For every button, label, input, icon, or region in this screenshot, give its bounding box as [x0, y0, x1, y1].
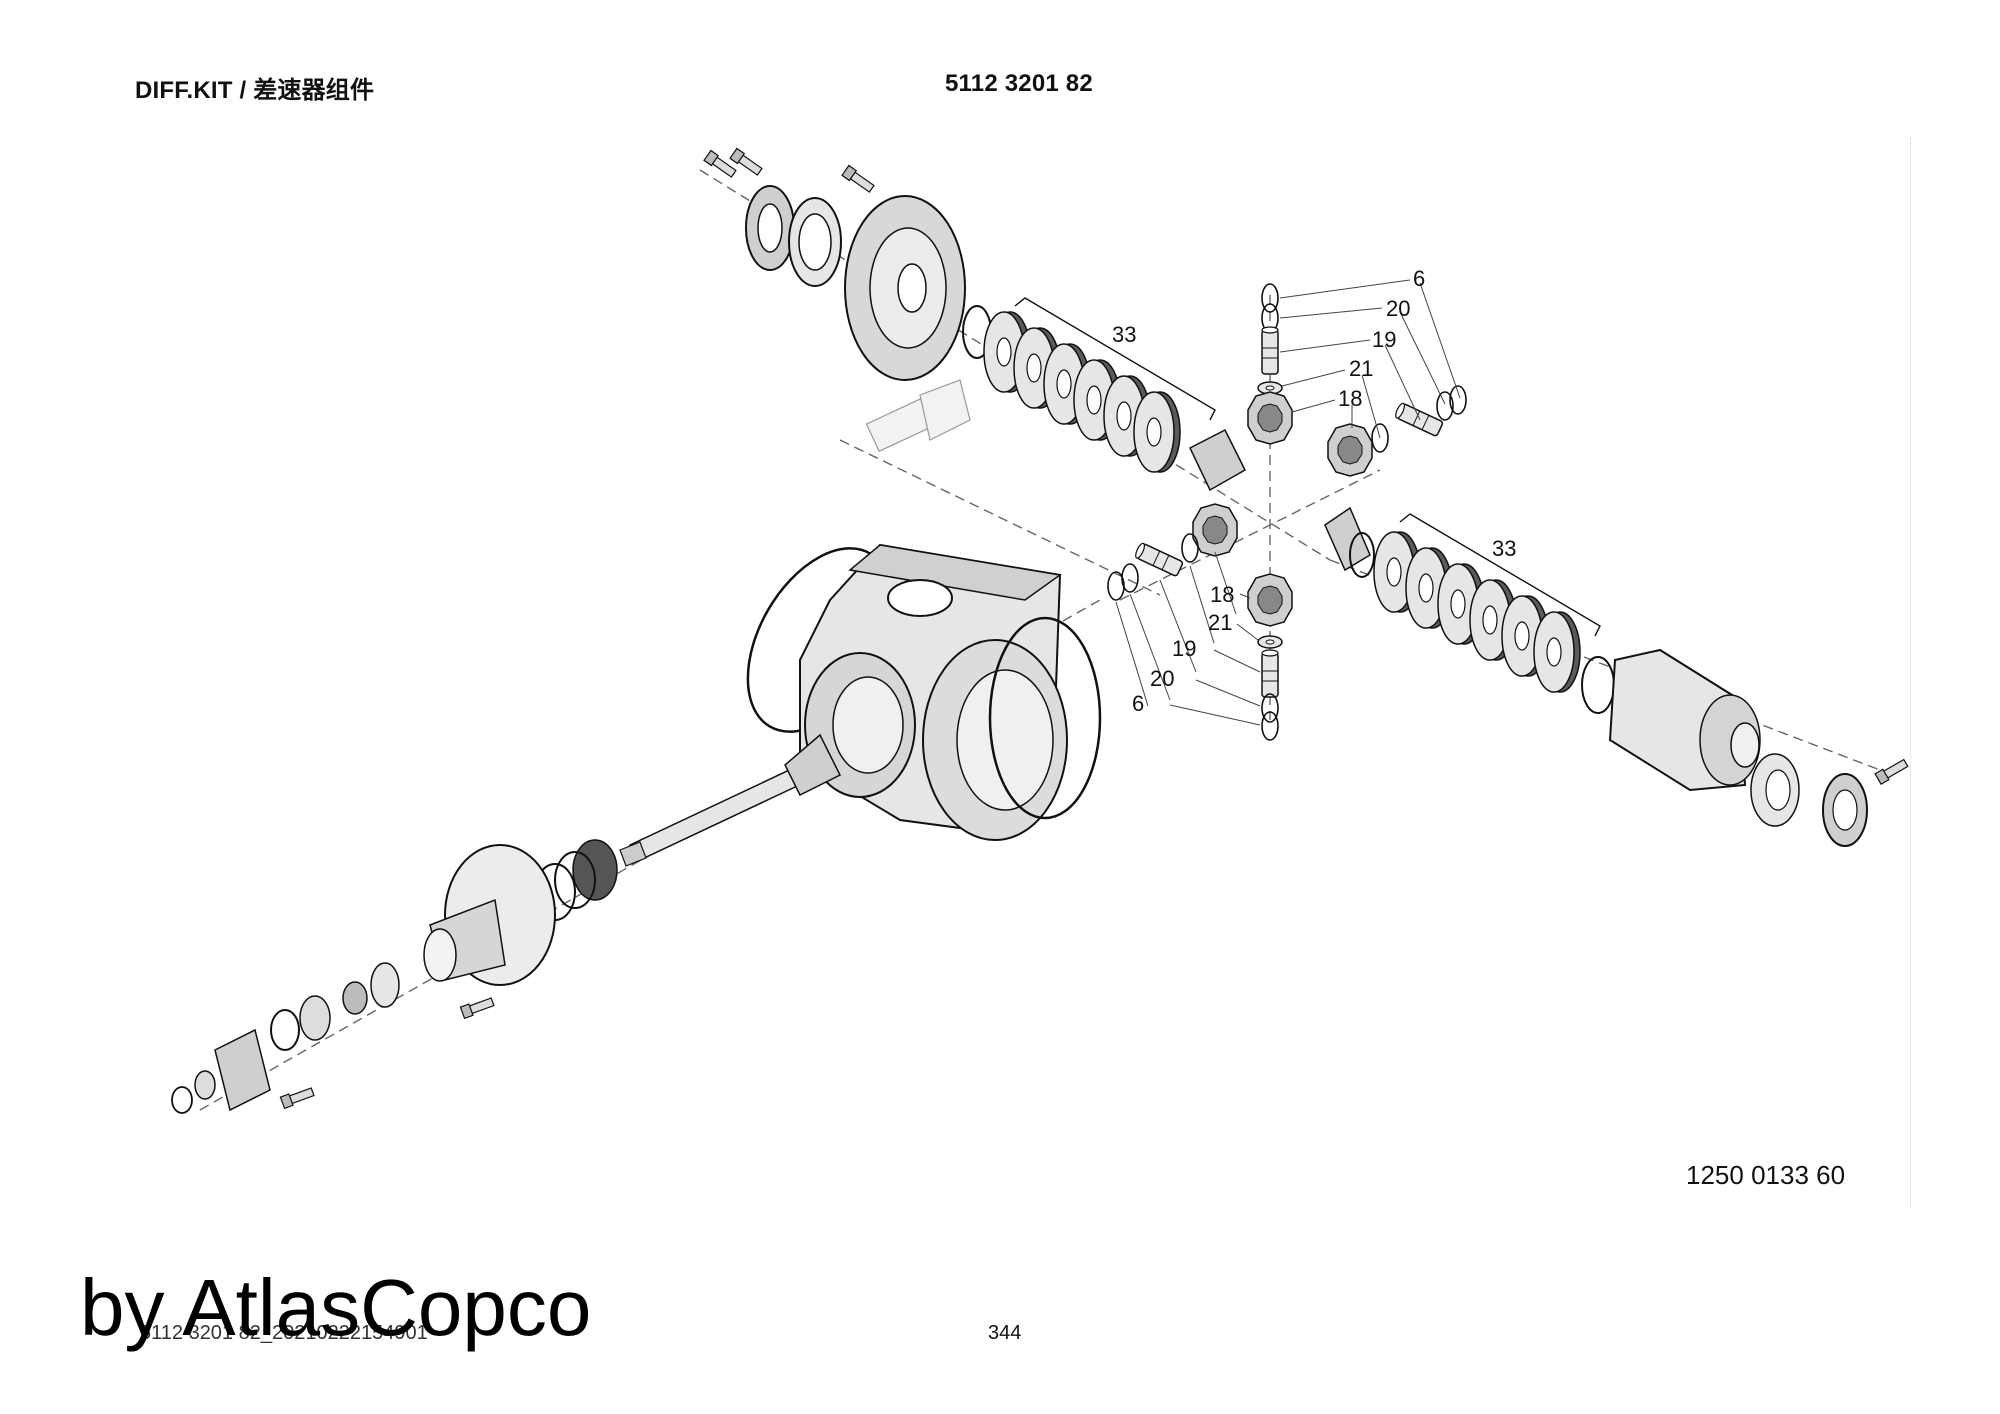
pinion-shaft	[619, 733, 842, 867]
ghost-pinion	[865, 379, 971, 453]
callout-labels: 6 20 19 21 18 18 21 19 20 6 33 33	[1112, 266, 1516, 716]
page-number: 344	[988, 1322, 1022, 1344]
callout-33-lower: 33	[1492, 536, 1516, 561]
callout-18-upper: 18	[1338, 386, 1362, 411]
callout-19-lower: 19	[1172, 636, 1196, 661]
clutch-pack-lower	[1324, 506, 1615, 714]
output-flange-assembly	[171, 839, 618, 1114]
footer-file-name: 5112 3201 82_20210222154901	[140, 1322, 428, 1344]
callout-18-lower: 18	[1210, 582, 1234, 607]
callout-21-upper: 21	[1349, 356, 1373, 381]
callout-6-lower: 6	[1132, 691, 1144, 716]
ring-gear-assembly	[703, 147, 966, 381]
watermark: by AtlasCopco	[80, 1263, 592, 1352]
part-number: 5112 3201 82	[945, 70, 1093, 97]
differential-case	[1608, 648, 1910, 847]
callout-leaders	[1115, 279, 1461, 726]
callout-33-upper: 33	[1112, 322, 1136, 347]
callout-20-lower: 20	[1150, 666, 1174, 691]
page-border-rule	[1910, 138, 1911, 1208]
callout-19-upper: 19	[1372, 327, 1396, 352]
drawing-number: 1250 0133 60	[1686, 1160, 1846, 1190]
clutch-pack-upper	[962, 297, 1246, 492]
axle-housing	[746, 543, 1102, 841]
callout-20-upper: 20	[1386, 296, 1410, 321]
callout-6-upper: 6	[1413, 266, 1425, 291]
callout-21-lower: 21	[1208, 610, 1232, 635]
bolt	[841, 164, 876, 195]
page-title: DIFF.KIT / 差速器组件	[135, 77, 375, 104]
